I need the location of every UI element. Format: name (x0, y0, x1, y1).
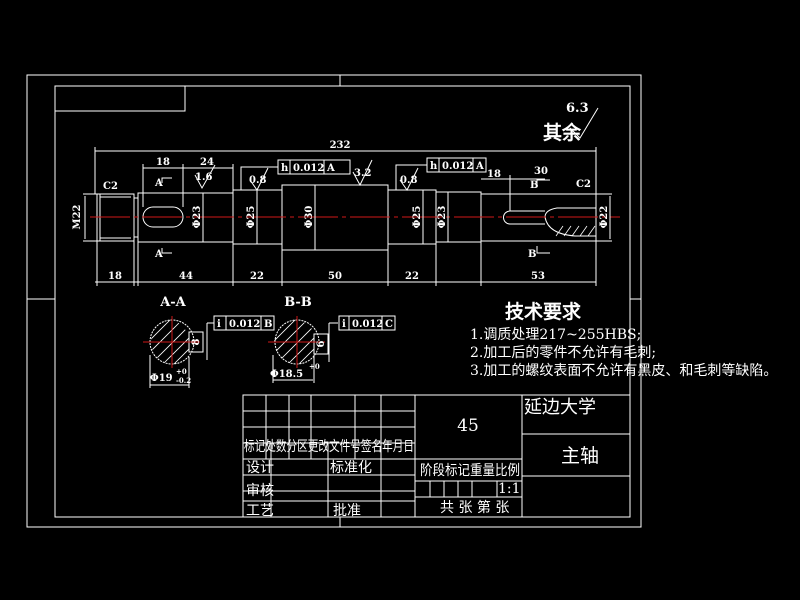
svg-text:Φ25: Φ25 (412, 206, 423, 229)
section-mark-a-top: A (154, 178, 163, 189)
svg-text:技术要求: 技术要求 (505, 300, 582, 323)
svg-text:A-A: A-A (159, 295, 186, 310)
svg-text:+0: +0 (309, 362, 320, 371)
chamfer-left: C2 (103, 181, 118, 192)
dim-seg-1: 44 (179, 271, 193, 282)
svg-text:6: 6 (316, 340, 327, 347)
svg-text:Φ19: Φ19 (150, 373, 173, 384)
dim-seg-4: 22 (405, 271, 419, 282)
section-b-b: B-B 6 Φ18.5 +0 i 0.012 C (268, 295, 396, 383)
roughness-other-symbol (569, 107, 599, 139)
roughness-1: 1.6 (195, 172, 212, 183)
roughness-other-label: 其余 (543, 121, 582, 144)
dim-overall: 232 (330, 140, 351, 151)
svg-text:C: C (385, 319, 393, 330)
svg-text:批准: 批准 (333, 503, 361, 519)
section-a-a: A-A 8 Φ19 +0 -0.2 i 0.012 B (143, 295, 275, 388)
svg-text:Φ30: Φ30 (304, 206, 315, 229)
svg-text:Φ23: Φ23 (192, 206, 203, 229)
section-mark-b-top: B (530, 180, 538, 191)
chamfer-right: C2 (576, 179, 591, 190)
svg-text:0.012: 0.012 (442, 161, 473, 172)
svg-text:2.加工后的零件不允许有毛刺;: 2.加工后的零件不允许有毛刺; (470, 345, 656, 361)
svg-text:共 张 第 张: 共 张 第 张 (440, 499, 509, 516)
dim-key-a-offset: 24 (200, 157, 214, 168)
technical-requirements: 技术要求 1.调质处理217~255HBS; 2.加工后的零件不允许有毛刺; 3… (470, 300, 777, 379)
dim-key-a-length: 18 (156, 157, 170, 168)
outer-frame (26, 74, 642, 528)
tolerance-frame-2: h 0.012 A (395, 157, 487, 190)
svg-text:B: B (264, 319, 272, 330)
section-mark-a-bottom: A (154, 249, 163, 260)
svg-text:Φ25: Φ25 (246, 206, 257, 229)
svg-text:-0.2: -0.2 (176, 376, 191, 385)
part-name: 主轴 (561, 445, 599, 467)
dim-seg-thread: 18 (108, 271, 122, 282)
svg-text:A: A (475, 161, 484, 172)
svg-text:设计: 设计 (246, 460, 274, 476)
roughness-3: 3.2 (354, 168, 371, 179)
svg-text:M22: M22 (72, 204, 83, 229)
svg-text:i: i (217, 319, 221, 330)
svg-text:工艺: 工艺 (246, 503, 274, 519)
svg-text:0.012: 0.012 (229, 319, 260, 330)
svg-text:Φ22: Φ22 (599, 206, 610, 229)
svg-text:0.012: 0.012 (293, 163, 324, 174)
svg-text:B-B: B-B (284, 295, 312, 310)
scale: 1:1 (498, 481, 521, 497)
svg-text:h: h (430, 161, 438, 172)
section-mark-b-bottom: B (528, 249, 536, 260)
dim-seg-5: 53 (531, 271, 545, 282)
revision-header: 标记处数分区更改文件号签名年月日 (244, 438, 414, 455)
keyway-b (503, 210, 545, 225)
dimension-lines (83, 147, 612, 286)
roughness-2: 0.8 (249, 175, 266, 186)
dim-seg-2: 22 (250, 271, 264, 282)
material: 45 (457, 416, 479, 436)
diameter-labels: M22 Φ23 Φ25 Φ30 Φ25 Φ23 Φ22 (72, 204, 610, 229)
svg-text:8: 8 (191, 338, 202, 345)
svg-text:0.012: 0.012 (352, 319, 383, 330)
centering-marks (27, 75, 641, 527)
svg-text:阶段标记重量比例: 阶段标记重量比例 (420, 463, 520, 479)
svg-text:h: h (281, 163, 289, 174)
svg-text:标准化: 标准化 (330, 460, 372, 476)
svg-text:审核: 审核 (246, 483, 274, 499)
roughness-symbols (194, 159, 419, 191)
svg-text:+0: +0 (176, 367, 187, 376)
school-name: 延边大学 (524, 397, 596, 418)
svg-text:A: A (326, 163, 335, 174)
svg-text:3.加工的螺纹表面不允许有黑皮、和毛刺等缺陷。: 3.加工的螺纹表面不允许有黑皮、和毛刺等缺陷。 (470, 362, 777, 379)
roughness-4: 0.8 (400, 175, 417, 186)
svg-text:i: i (342, 319, 346, 330)
dim-key-b-offset: 18 (487, 169, 501, 180)
roughness-other-value: 6.3 (566, 101, 589, 116)
svg-text:Φ23: Φ23 (437, 206, 448, 229)
dim-seg-3: 50 (328, 271, 342, 282)
svg-text:1.调质处理217~255HBS;: 1.调质处理217~255HBS; (470, 327, 641, 343)
code-box (54, 85, 186, 112)
tolerance-frame-1: h 0.012 A (240, 159, 351, 190)
dim-key-b-length: 30 (534, 166, 548, 177)
title-block: 标记处数分区更改文件号签名年月日 设计 标准化 审核 工艺 批准 45 阶段标记… (242, 394, 631, 519)
svg-text:Φ18.5: Φ18.5 (270, 369, 303, 380)
